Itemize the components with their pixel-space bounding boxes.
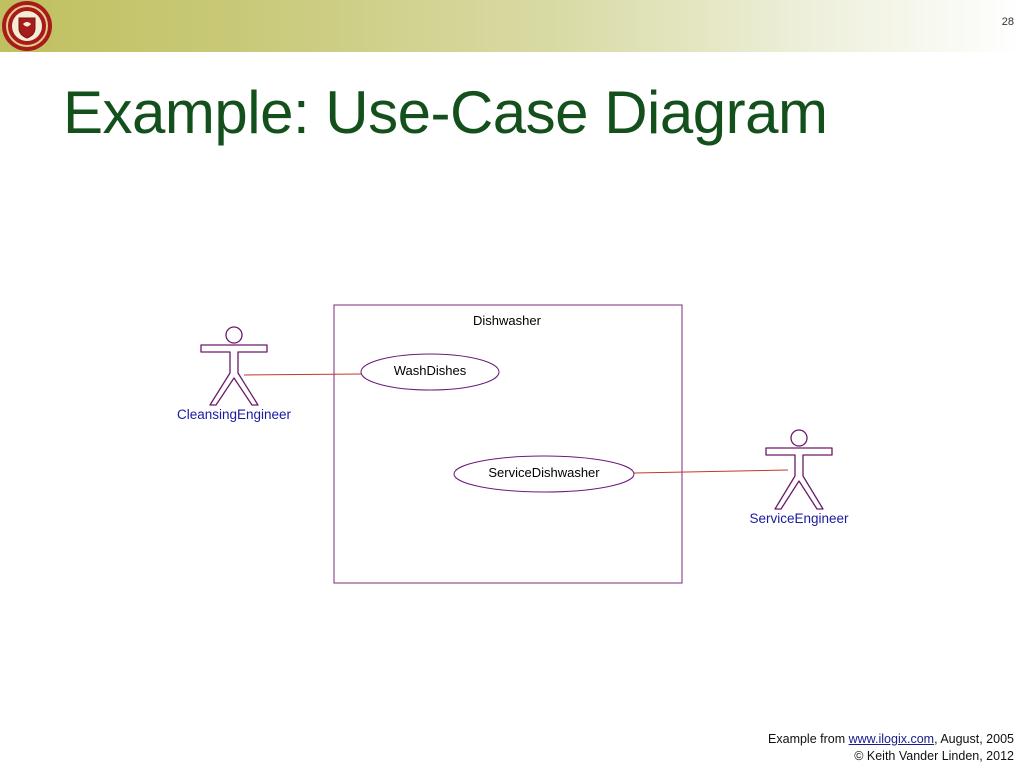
system-boundary-label: Dishwasher [473,313,542,328]
actor-cleansing-engineer[interactable]: CleansingEngineer [177,326,292,422]
footer-source-link[interactable]: www.ilogix.com [848,732,935,746]
actor-service-engineer[interactable]: ServiceEngineer [749,429,849,526]
footer-credits: Example from www.ilogix.com, August, 200… [768,731,1014,765]
stick-figure-actor-icon [200,326,268,406]
footer-source-line: Example from www.ilogix.com, August, 200… [768,731,1014,748]
use-case-wash-dishes[interactable]: WashDishes [360,353,500,391]
footer-source-prefix: Example from [768,732,849,746]
slide-number: 28 [1001,16,1014,28]
use-case-service-dishwasher[interactable]: ServiceDishwasher [453,455,635,493]
college-seal-logo [2,1,52,51]
use-case-service-dishwasher-label: ServiceDishwasher [488,465,600,480]
system-boundary [333,304,683,584]
slide-title: Example: Use-Case Diagram [63,79,828,146]
actor-cleansing-engineer-label: CleansingEngineer [177,407,292,422]
footer-copyright: © Keith Vander Linden, 2012 [854,749,1014,763]
stick-figure-actor-icon [765,429,833,510]
footer-source-suffix: , August, 2005 [934,732,1014,746]
header-band [0,0,1024,52]
use-case-wash-dishes-label: WashDishes [394,363,467,378]
association-cleansing-washdishes [243,373,363,376]
actor-service-engineer-label: ServiceEngineer [749,511,849,526]
association-servicedishwasher-serviceengineer [633,469,789,474]
